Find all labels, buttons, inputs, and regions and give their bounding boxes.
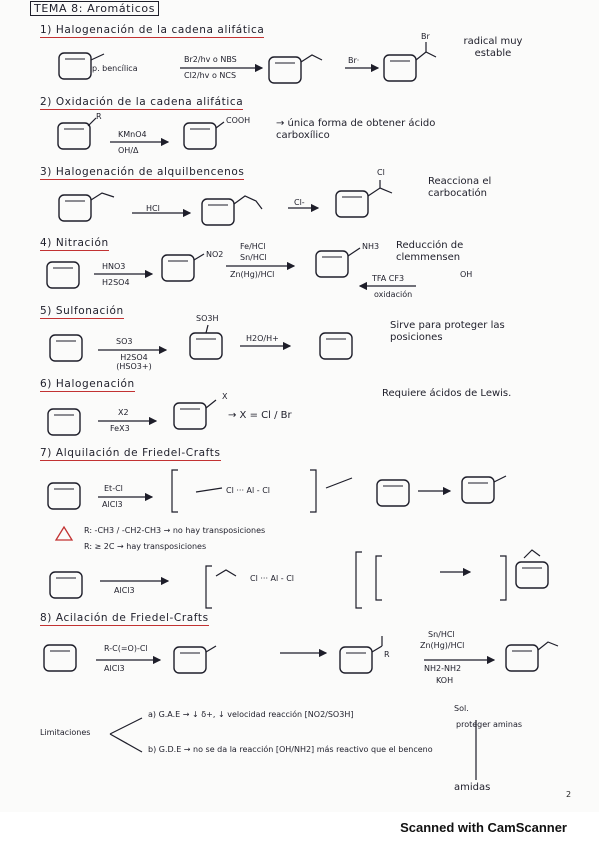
s2-product: COOH [226, 116, 251, 125]
s5-note: Sirve para proteger las posiciones [390, 320, 505, 343]
heading-s5: 5) Sulfonación [40, 305, 124, 319]
heading-s8: 8) Acilación de Friedel-Crafts [40, 612, 209, 626]
s8-reagent-bottom: AlCl3 [104, 664, 125, 673]
s8-red-top: Sn/HCl [428, 630, 455, 639]
s8-label-r: R [384, 650, 390, 659]
s1-reagent-top: Br2/hv o NBS [184, 55, 237, 64]
s3-note: Reacciona el carbocatión [428, 176, 492, 199]
heading-s1: 1) Halogenación de la cadena alifática [40, 24, 265, 38]
s8-limit-b: b) G.D.E → no se da la reacción [OH/NH2]… [148, 745, 433, 754]
s4-alt-top: TFA CF3 [372, 274, 405, 283]
s6-reagent-top: X2 [118, 408, 129, 417]
s6-product: X [222, 392, 228, 401]
s2-label-r: R [96, 112, 102, 121]
s3-reagent: HCl [146, 204, 160, 213]
s5-product: SO3H [196, 314, 219, 323]
page-number: 2 [566, 790, 572, 799]
s4-alt-bottom: oxidación [374, 290, 413, 299]
scanned-page: TEMA 8: Aromáticos 1) Halogenación de la… [30, 1, 572, 799]
s8-sol-label: Sol. [454, 704, 469, 713]
s6-note-x: → X = Cl / Br [228, 410, 292, 421]
s7-complex2: Cl ··· Al - Cl [250, 574, 294, 583]
s7-warn-a: R: -CH3 / -CH2-CH3 → no hay transposicio… [84, 526, 266, 535]
s8-red-wk2: KOH [436, 676, 454, 685]
heading-s4: 4) Nitración [40, 237, 109, 251]
s7-reagent2-bottom: AlCl3 [114, 586, 135, 595]
s8-red-mid: Zn(Hg)/HCl [420, 641, 465, 650]
s8-limit-a: a) G.A.E → ↓ δ+, ↓ velocidad reacción [N… [148, 710, 354, 719]
s4-reagent-bottom: H2SO4 [102, 278, 130, 287]
s7-reagent-top: Et-Cl [104, 484, 123, 493]
s8-amidas: amidas [454, 782, 491, 793]
title-text: TEMA 8: Aromáticos [30, 1, 160, 16]
s8-sol-note: proteger aminas [456, 720, 523, 729]
s4-amine: NH3 [362, 242, 380, 251]
s5-reagent2: H2O/H+ [246, 334, 279, 343]
s1-reagent-bottom: Cl2/hv o NCS [184, 71, 237, 80]
heading-s3: 3) Halogenación de alquilbencenos [40, 166, 245, 180]
s1-atom-br: Br [421, 32, 430, 41]
s8-reagent-top: R-C(=O)-Cl [104, 644, 148, 653]
heading-s2: 2) Oxidación de la cadena alifática [40, 96, 244, 110]
s3-atom-cl: Cl [377, 168, 385, 177]
structures-drawing [43, 42, 559, 780]
s8-limit-label: Limitaciones [40, 728, 91, 737]
s4-red-mid: Sn/HCl [240, 253, 267, 262]
s7-reagent-bottom: AlCl3 [102, 500, 123, 509]
s1-reagent-br: Br· [348, 56, 360, 65]
s2-reagent-top: KMnO4 [118, 130, 147, 139]
s4-red-top: Fe/HCl [240, 242, 266, 251]
s4-alt-label: OH [460, 270, 473, 279]
heading-s6: 6) Halogenación [40, 378, 135, 392]
s4-reagent-top: HNO3 [102, 262, 126, 271]
s4-product: NO2 [206, 250, 224, 259]
s1-note: radical muy estable [463, 36, 523, 59]
scanner-footer: Scanned with CamScanner [0, 812, 599, 848]
s3-reagent2: Cl- [294, 198, 305, 207]
footer-text: Scanned with CamScanner [400, 820, 567, 835]
s4-red-bottom: Zn(Hg)/HCl [230, 270, 275, 279]
heading-s7: 7) Alquilación de Friedel-Crafts [40, 447, 221, 461]
s7-warn-b: R: ≥ 2C → hay transposiciones [84, 542, 207, 551]
page-title: TEMA 8: Aromáticos [30, 1, 160, 16]
s4-note: Reducción de clemmensen [396, 240, 464, 263]
s2-reagent-bottom: OH/Δ [118, 146, 139, 155]
s8-red-wk: NH2-NH2 [424, 664, 462, 673]
s6-note: Requiere ácidos de Lewis. [382, 388, 512, 399]
s5-reagent-bottom: H2SO4 (HSO3+) [116, 353, 152, 372]
s5-reagent-top: SO3 [116, 337, 133, 346]
s7-complex: Cl ··· Al - Cl [226, 486, 270, 495]
s2-note: → única forma de obtener ácido carboxíli… [276, 118, 436, 141]
s6-reagent-bottom: FeX3 [110, 424, 130, 433]
s1-pbencilica: p. bencílica [92, 64, 138, 73]
